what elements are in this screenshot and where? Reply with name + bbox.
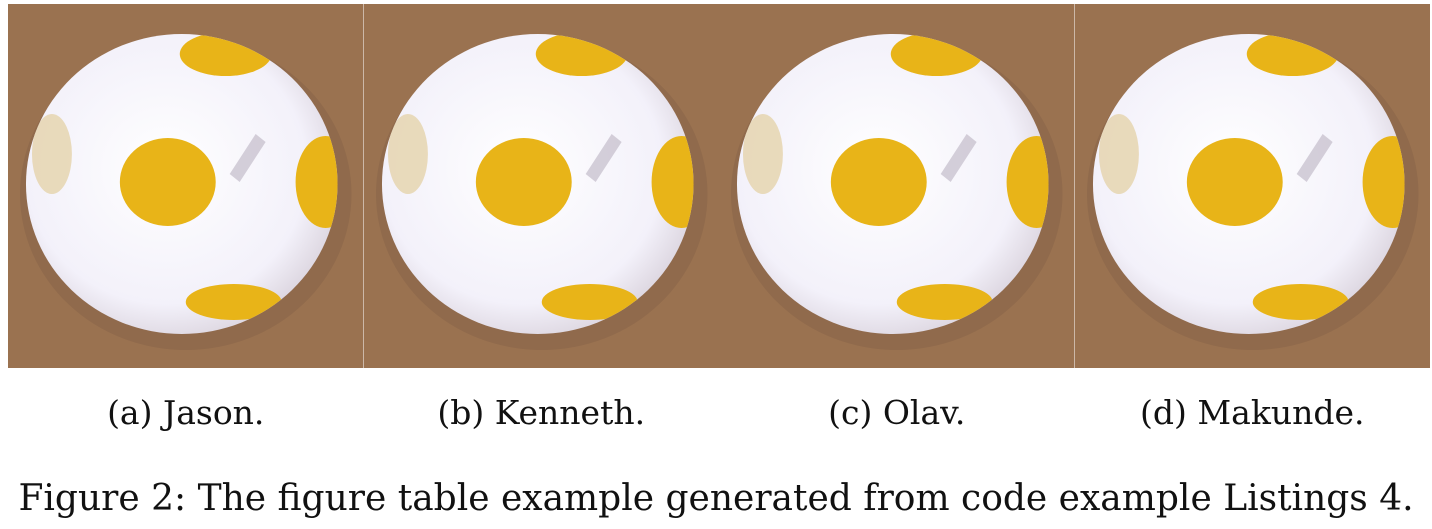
ball-spot [31, 114, 72, 194]
ball-spot [1098, 114, 1139, 194]
ball-spot [1186, 138, 1283, 226]
ball-photo [8, 4, 364, 368]
subfigure-label-d: (d) Makunde. [1140, 393, 1365, 432]
ball-spot [541, 284, 638, 320]
ball-spot [1006, 136, 1049, 228]
ball-spot [1362, 136, 1405, 228]
subfigure-c [719, 4, 1075, 368]
figure-caption: Figure 2: The figure table example gener… [18, 478, 1414, 519]
subfigure-a [8, 4, 364, 368]
subfigure-label-a: (a) Jason. [107, 393, 265, 432]
ball-spot [475, 138, 572, 226]
ball-seam [585, 134, 622, 182]
ball-spot [387, 114, 428, 194]
ball-spot [651, 136, 694, 228]
subfigure-label-row: (a) Jason. (b) Kenneth. (c) Olav. (d) Ma… [8, 388, 1430, 438]
ball-photo [363, 4, 719, 368]
ball-photo [719, 4, 1075, 368]
subfigure-row [8, 4, 1430, 368]
ball-spot [742, 114, 783, 194]
ball-spot [185, 284, 282, 320]
subfigure-d [1074, 4, 1430, 368]
ball-spot [896, 284, 993, 320]
ball-seam [1296, 134, 1333, 182]
ball-seam [940, 134, 977, 182]
ball-spot [830, 138, 927, 226]
ball-spot [119, 138, 216, 226]
subfigure-label-c: (c) Olav. [828, 393, 966, 432]
ball-photo [1074, 4, 1430, 368]
ball-spot [1252, 284, 1349, 320]
subfigure-b [363, 4, 719, 368]
subfigure-label-b: (b) Kenneth. [437, 393, 646, 432]
ball-spot [295, 136, 338, 228]
ball-seam [229, 134, 266, 182]
